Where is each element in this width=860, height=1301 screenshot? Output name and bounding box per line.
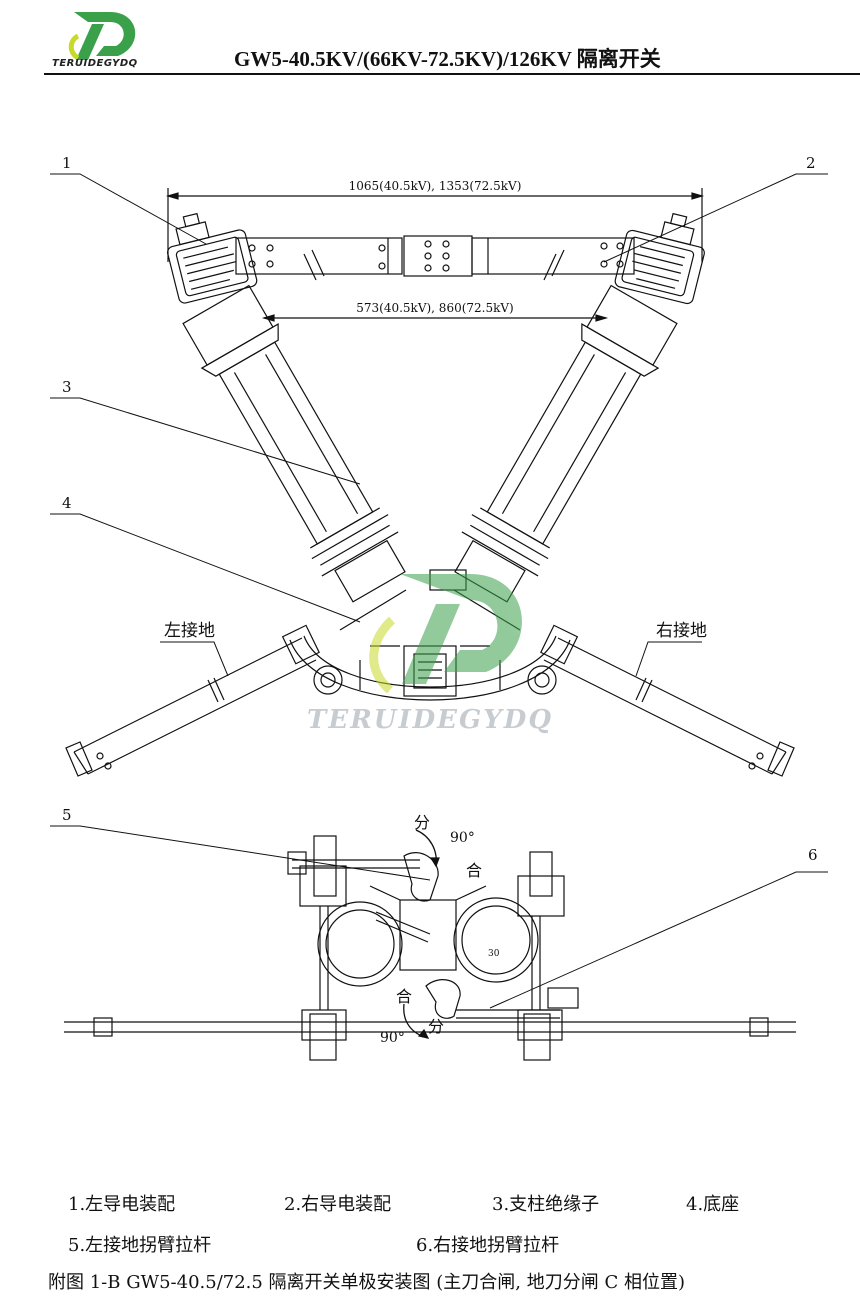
header-rule [44,73,860,75]
close-label-bottom: 合 [396,987,412,1006]
brand-text: TERUIDEGYDQ [52,58,138,69]
callout-2: 2 [806,154,816,172]
open-label-top: 分 [414,813,430,832]
dimension-label-inner: 573(40.5kV), 860(72.5kV) [356,301,513,315]
right-terminal-box [614,212,705,305]
left-ground-label: 左接地 [164,621,215,641]
callout-3: 3 [62,378,72,396]
figure-caption: 附图 1-B GW5-40.5/72.5 隔离开关单极安装图 (主刀合闸, 地刀… [48,1272,685,1293]
watermark: TERUIDEGYDQ [307,574,553,735]
legend-item-4: 4.底座 [686,1194,740,1215]
watermark-text: TERUIDEGYDQ [307,705,553,735]
left-terminal-box [167,212,258,304]
right-post-insulator [454,284,678,603]
left-post-insulator [182,284,406,603]
close-label-top: 合 [466,861,482,880]
callout-4: 4 [62,494,72,512]
legend-item-6: 6.右接地拐臂拉杆 [416,1235,560,1256]
page-title: GW5-40.5KV/(66KV-72.5KV)/126KV 隔离开关 [234,47,661,71]
angle-label-bottom: 90° [380,1030,405,1046]
bottom-view-assembly [50,825,828,1061]
legend-item-5: 5.左接地拐臂拉杆 [68,1235,212,1256]
right-ground-label: 右接地 [656,621,707,641]
left-grounding-arm [65,624,320,777]
callout-1: 1 [62,154,72,172]
company-logo [68,12,136,61]
page-header: TERUIDEGYDQ GW5-40.5KV/(66KV-72.5KV)/126… [0,0,860,80]
leader-lines-top [50,173,828,677]
dimension-label-outer: 1065(40.5kV), 1353(72.5kV) [349,179,522,193]
hub-label: 30 [488,949,500,959]
right-grounding-arm [540,624,795,777]
installation-drawing: TERUIDEGYDQ 1065(40.5kV), 1353(72.5kV) 5… [50,154,828,1061]
legend-item-2: 2.右导电装配 [284,1194,392,1215]
legend-item-1: 1.左导电装配 [68,1194,176,1215]
legend-item-3: 3.支柱绝缘子 [492,1194,600,1215]
open-label-bottom: 分 [428,1017,444,1036]
callout-6: 6 [808,846,818,864]
callout-5: 5 [62,806,72,824]
conductor-bar [235,235,635,281]
angle-label-top: 90° [450,830,475,846]
